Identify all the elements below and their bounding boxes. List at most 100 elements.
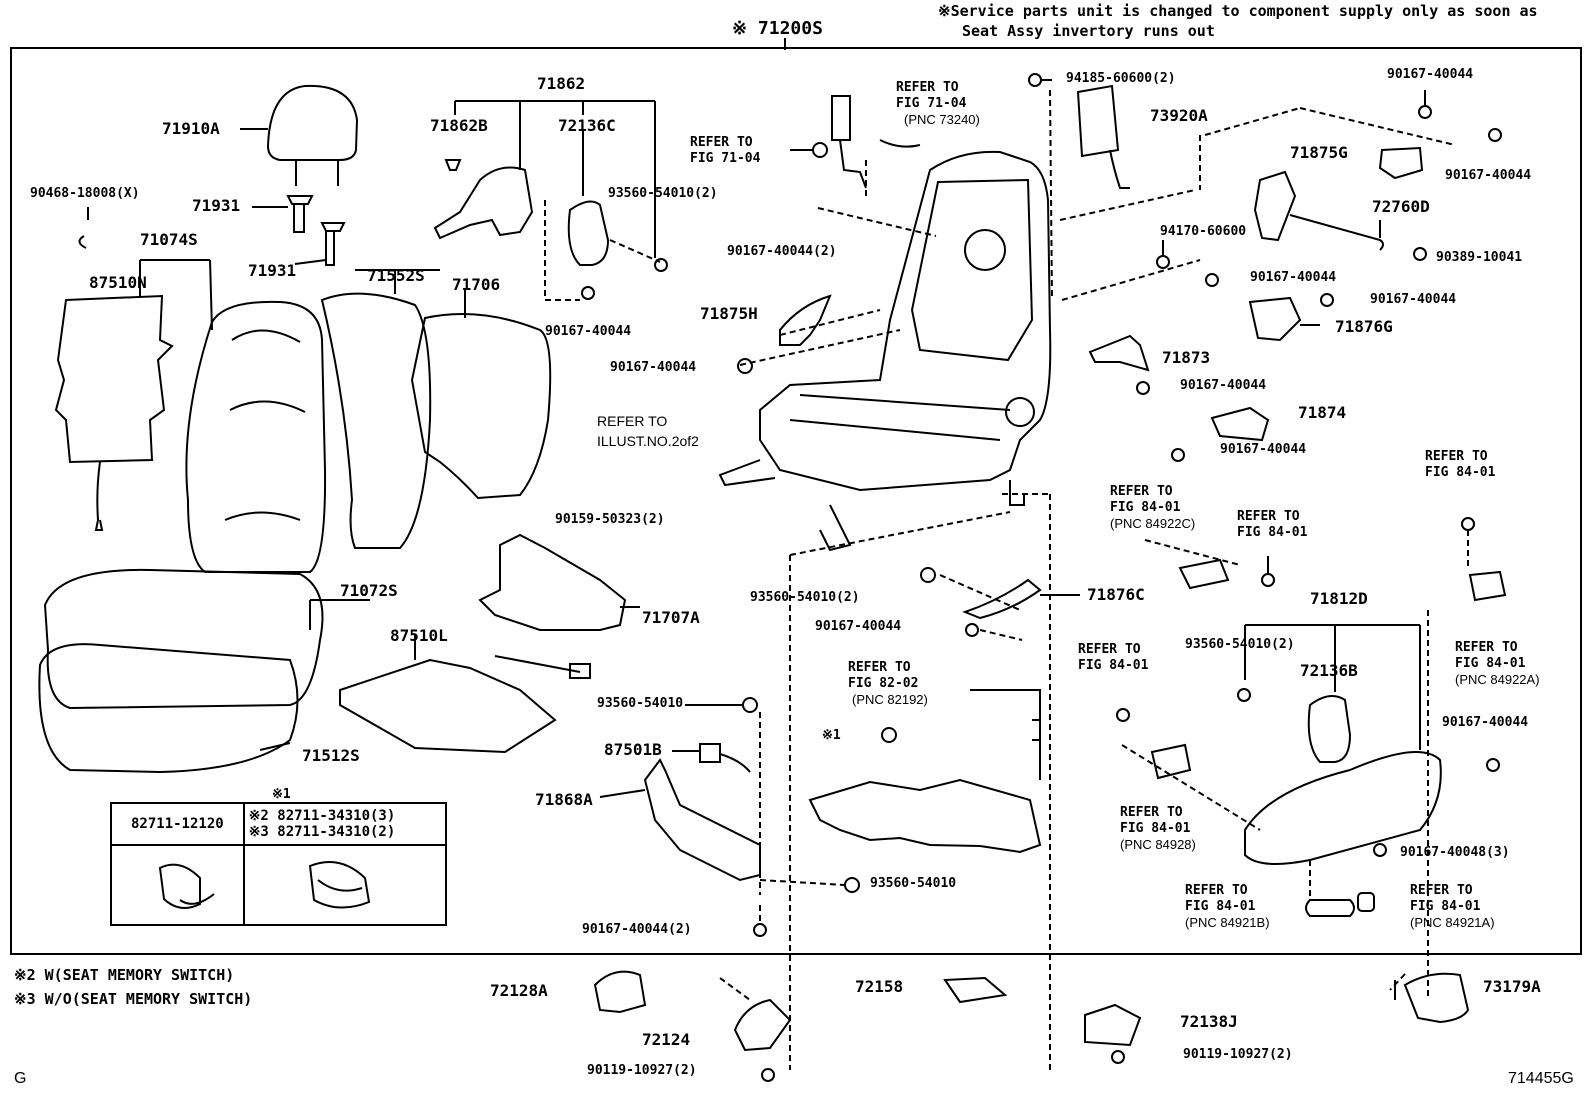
cover-72124: [733, 998, 792, 1052]
part-71868A[interactable]: 71868A: [535, 790, 593, 809]
part-90167-40044-2b[interactable]: 90167-40044(2): [582, 922, 692, 937]
part-90167-f[interactable]: 90167-40044: [1370, 292, 1457, 307]
clip-table-caption: ※1: [272, 787, 291, 802]
part-71931-a[interactable]: 71931: [192, 196, 241, 215]
part-90167-40048[interactable]: 90167-40048(3): [1400, 845, 1510, 860]
bracket-71876C: [962, 578, 1042, 620]
part-94170-60600[interactable]: 94170-60600: [1160, 224, 1247, 239]
part-72136C[interactable]: 72136C: [558, 116, 616, 135]
clip-table: 82711-12120 ※2 82711-34310(3)※3 82711-34…: [110, 802, 448, 926]
side-cover-71812D: [1244, 751, 1442, 865]
part-72760D[interactable]: 72760D: [1372, 197, 1430, 216]
part-71074S[interactable]: 71074S: [140, 230, 198, 249]
part-72138J[interactable]: 72138J: [1180, 1012, 1238, 1031]
part-72158[interactable]: 72158: [855, 977, 904, 996]
part-90167-c[interactable]: 90167-40044: [1387, 67, 1474, 82]
part-73920A[interactable]: 73920A: [1150, 106, 1208, 125]
part-93560-54010-2b[interactable]: 93560-54010(2): [750, 590, 860, 605]
part-72128A[interactable]: 72128A: [490, 981, 548, 1000]
bracket-71875H: [779, 294, 832, 346]
part-90119-10927-b[interactable]: 90119-10927(2): [1183, 1047, 1293, 1062]
part-90167-e[interactable]: 90167-40044: [1250, 270, 1337, 285]
part-71874[interactable]: 71874: [1298, 403, 1347, 422]
clip-col1[interactable]: 82711-12120: [110, 802, 245, 846]
bracket-71874: [1210, 406, 1270, 442]
part-90468-18008[interactable]: 90468-18008(X): [30, 186, 140, 201]
bracket-71875G: [1253, 170, 1297, 242]
part-90167-40044-2a[interactable]: 90167-40044(2): [727, 244, 837, 259]
note-3: ※3 W/O(SEAT MEMORY SWITCH): [14, 990, 253, 1008]
bracket-71873: [1088, 334, 1150, 372]
cover-72158: [943, 976, 1008, 1004]
service-note-line2: Seat Assy invertory runs out: [962, 22, 1215, 40]
part-90159-50323[interactable]: 90159-50323(2): [555, 512, 665, 527]
part-93560-54010-2c[interactable]: 93560-54010(2): [1185, 637, 1295, 652]
part-71876C[interactable]: 71876C: [1087, 585, 1145, 604]
part-93560-54010-2a[interactable]: 93560-54010(2): [608, 186, 718, 201]
part-90167-g[interactable]: 90167-40044: [1180, 378, 1267, 393]
part-90167-i[interactable]: 90167-40044: [815, 619, 902, 634]
part-72124[interactable]: 72124: [642, 1030, 691, 1049]
part-73179A[interactable]: 73179A: [1483, 977, 1541, 996]
part-93560-54010-a[interactable]: 93560-54010: [597, 696, 684, 711]
switch-bezel-72136C: [567, 200, 610, 266]
seatback-cover: [185, 300, 327, 573]
part-72136B[interactable]: 72136B: [1300, 661, 1358, 680]
mark-1: ※1: [822, 728, 841, 743]
part-71910A[interactable]: 71910A: [162, 119, 220, 138]
part-90119-10927-a[interactable]: 90119-10927(2): [587, 1063, 697, 1078]
part-71512S[interactable]: 71512S: [302, 746, 360, 765]
part-90389-10041[interactable]: 90389-10041: [1436, 250, 1523, 265]
part-71873[interactable]: 71873: [1162, 348, 1211, 367]
part-87510L[interactable]: 87510L: [390, 626, 448, 645]
footer-left-code: G: [14, 1070, 27, 1087]
part-71812D[interactable]: 71812D: [1310, 589, 1368, 608]
part-90167-a[interactable]: 90167-40044: [545, 324, 632, 339]
service-note-line1: ※Service parts unit is changed to compon…: [938, 2, 1538, 20]
side-cover-71868A: [643, 758, 761, 882]
part-90167-b[interactable]: 90167-40044: [610, 360, 697, 375]
part-71875H[interactable]: 71875H: [700, 304, 758, 323]
part-93560-54010-b[interactable]: 93560-54010: [870, 876, 957, 891]
part-94185-60600[interactable]: 94185-60600(2): [1066, 71, 1176, 86]
seatback-pad: [320, 292, 432, 549]
back-heater-pad: [54, 294, 174, 464]
part-90167-d[interactable]: 90167-40044: [1445, 168, 1532, 183]
part-71707A[interactable]: 71707A: [642, 608, 700, 627]
part-87510N[interactable]: 87510N: [89, 273, 147, 292]
part-87501B[interactable]: 87501B: [604, 740, 662, 759]
part-71862[interactable]: 71862: [537, 74, 586, 93]
part-90167-j[interactable]: 90167-40044: [1442, 715, 1529, 730]
part-71862B[interactable]: 71862B: [430, 116, 488, 135]
part-71706[interactable]: 71706: [452, 275, 501, 294]
part-71072S[interactable]: 71072S: [340, 581, 398, 600]
clip-col2[interactable]: ※2 82711-34310(3)※3 82711-34310(2): [242, 802, 448, 846]
part-71875G[interactable]: 71875G: [1290, 143, 1348, 162]
side-cover-71862B: [433, 166, 534, 240]
part-71552S[interactable]: 71552S: [367, 266, 425, 285]
headrest-shape: [266, 84, 359, 161]
bracket-71876G: [1248, 296, 1302, 342]
cushion-heater-mat: [339, 658, 557, 754]
footer-right-code: 714455G: [1508, 1070, 1574, 1087]
assy-label[interactable]: ※ 71200S: [732, 18, 823, 39]
part-71876G[interactable]: 71876G: [1335, 317, 1393, 336]
part-71931-b[interactable]: 71931: [248, 261, 297, 280]
seat-bracket: [478, 533, 627, 631]
seat-frame: [759, 150, 1052, 492]
seat-wire-harness: [808, 778, 1042, 854]
seat-cushion-cover: [43, 568, 324, 710]
part-90167-h[interactable]: 90167-40044: [1220, 442, 1307, 457]
